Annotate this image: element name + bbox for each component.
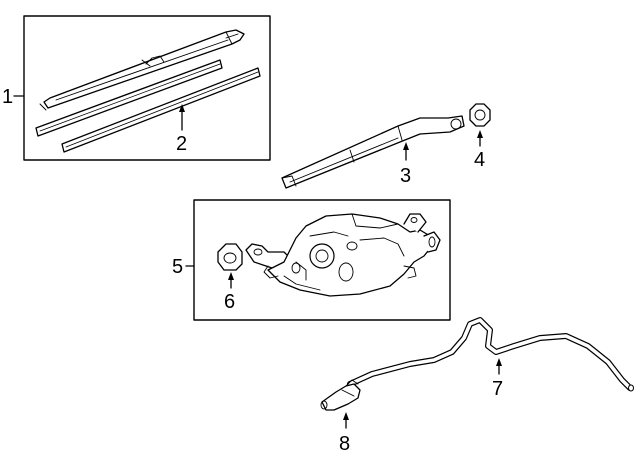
- callout-6: 6: [224, 291, 235, 313]
- wiper-blade-assembly: [39, 29, 245, 111]
- arm-nut: [469, 103, 491, 127]
- wiper-arm: [281, 115, 465, 189]
- motor-grommet: [217, 243, 243, 271]
- washer-hose: [347, 317, 634, 392]
- callout-5: 5: [172, 256, 183, 278]
- motor-group-box: [193, 199, 451, 321]
- blade-group-box: [23, 15, 271, 161]
- callout-8: 8: [339, 433, 350, 455]
- wiper-blade-insert: [35, 59, 261, 153]
- callout-1: 1: [2, 86, 13, 108]
- callout-3: 3: [400, 165, 411, 187]
- wiper-motor-assembly: [245, 213, 441, 297]
- washer-nozzle: [320, 379, 361, 411]
- callout-7: 7: [492, 378, 503, 400]
- callout-2: 2: [176, 133, 187, 155]
- callout-4: 4: [474, 149, 485, 171]
